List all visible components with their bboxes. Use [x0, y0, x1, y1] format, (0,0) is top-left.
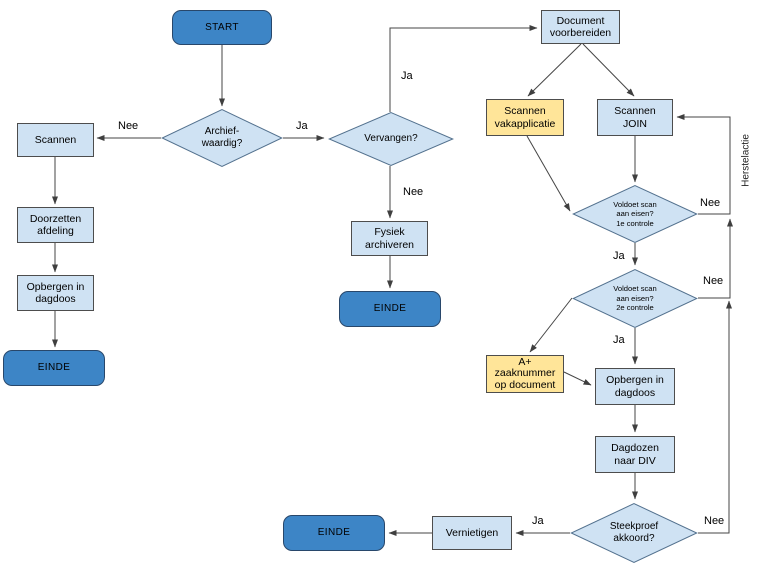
edge-document-to-join: [582, 43, 635, 97]
label-herstelactie: Herstelactie: [740, 134, 752, 187]
label-steekproef-nee: Nee: [704, 515, 725, 527]
diamond-shape: [161, 109, 283, 167]
decision-steekproef: Steekproef akkoord?: [570, 503, 698, 563]
label-controle1-ja: Ja: [613, 250, 625, 262]
process-doorzetten-afdeling: Doorzetten afdeling: [17, 207, 94, 243]
edge-vervangen-ja-to-document: [389, 25, 538, 112]
process-document-voorbereiden: Document voorbereiden: [541, 10, 620, 44]
process-dagdozen-naar-div: Dagdozen naar DIV: [595, 436, 675, 473]
einde-links-node: EINDE: [3, 350, 105, 386]
decision-controle2: Voldoet scan aan eisen? 2e controle: [572, 269, 698, 328]
label-archief-nee: Nee: [118, 120, 139, 132]
edge-steekproef-nee-up: [698, 300, 732, 534]
label-controle1-nee: Nee: [700, 197, 721, 209]
diamond-shape: [572, 185, 698, 243]
einde-midden-node: EINDE: [339, 291, 441, 327]
label-steekproef-ja: Ja: [532, 515, 544, 527]
process-fysiek-archiveren: Fysiek archiveren: [351, 221, 428, 256]
diamond-shape: [570, 503, 698, 563]
diamond-shape: [328, 112, 454, 166]
einde-rechts-node: EINDE: [283, 515, 385, 551]
decision-controle1: Voldoet scan aan eisen? 1e controle: [572, 185, 698, 243]
decision-archiefwaardig-label: Archief- waardig?: [201, 126, 243, 149]
label-vervangen-nee: Nee: [403, 186, 424, 198]
start-node: START: [172, 10, 272, 45]
edge-document-to-vakapplicatie: [527, 43, 582, 97]
edge-controle2-to-aplus: [529, 297, 573, 353]
process-opbergen-dagdoos-rechts: Opbergen in dagdoos: [595, 368, 675, 405]
process-opbergen-dagdoos-links: Opbergen in dagdoos: [17, 275, 94, 311]
label-controle2-ja: Ja: [613, 334, 625, 346]
process-scannen-vakapplicatie: Scannen vakapplicatie: [486, 99, 564, 136]
label-controle2-nee: Nee: [703, 275, 724, 287]
decision-steekproef-label: Steekproef akkoord?: [609, 521, 659, 544]
label-archief-ja: Ja: [296, 120, 308, 132]
process-scannen: Scannen: [17, 123, 94, 157]
edge-vakapplicatie-to-controle1: [526, 135, 571, 212]
decision-controle2-label: Voldoet scan aan eisen? 2e controle: [613, 284, 657, 313]
diamond-shape: [572, 269, 698, 328]
edge-controle1-nee-herstelactie: [676, 114, 731, 215]
decision-controle1-label: Voldoet scan aan eisen? 1e controle: [613, 199, 657, 228]
edge-aplus-to-opbergen: [563, 371, 592, 386]
process-aplus-zaaknummer: A+ zaaknummer op document: [486, 355, 564, 393]
process-scannen-join: Scannen JOIN: [597, 99, 673, 136]
decision-archiefwaardig: Archief- waardig?: [161, 109, 283, 167]
decision-vervangen: Vervangen?: [328, 112, 454, 166]
decision-vervangen-label: Vervangen?: [364, 133, 418, 145]
process-vernietigen: Vernietigen: [432, 516, 512, 550]
edge-controle2-nee-up: [698, 218, 733, 299]
label-vervangen-ja: Ja: [401, 70, 413, 82]
